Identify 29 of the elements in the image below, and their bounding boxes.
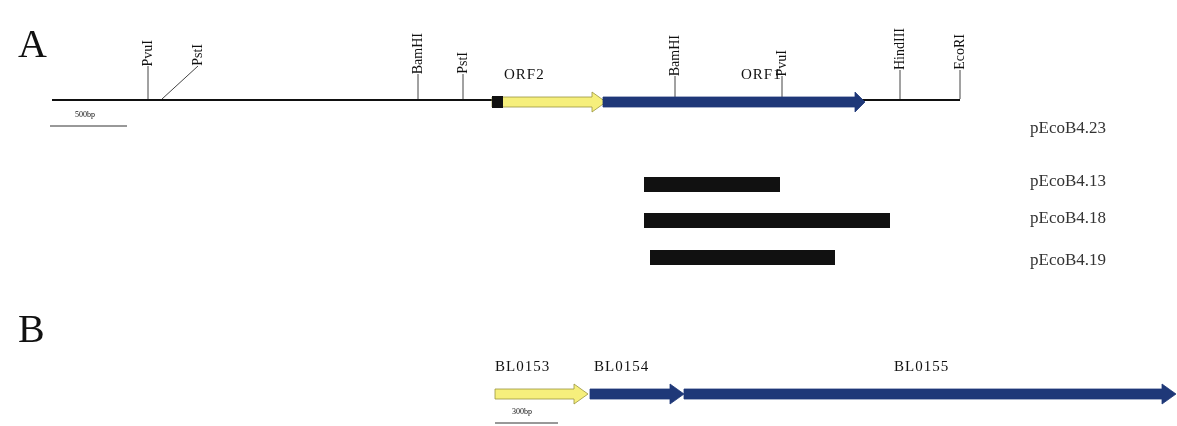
gene-name: ORF2 <box>504 66 545 83</box>
restriction-site-label: BamHI <box>410 32 426 74</box>
clone-name: pEcoB4.13 <box>1030 171 1107 191</box>
leader-line <box>899 69 901 100</box>
gene-name: BL0154 <box>594 358 650 375</box>
panel-letter: B <box>18 305 45 352</box>
clone-name: pEcoB4.23 <box>1030 118 1107 138</box>
clone-name: pEcoB4.19 <box>1030 250 1107 270</box>
gene-name: BL0153 <box>495 358 551 375</box>
restriction-site-label: PstI <box>455 52 471 74</box>
leader-line <box>417 73 419 100</box>
scale-bar-label: 500bp <box>75 110 95 119</box>
restriction-site-label: PvuI <box>140 39 156 66</box>
clone-name: pEcoB4.18 <box>1030 208 1107 228</box>
leader-line <box>147 65 149 100</box>
leader-line <box>161 65 199 100</box>
panel-letter: A <box>18 20 47 67</box>
clone-insert-bar <box>644 213 890 228</box>
clone-insert-bar <box>650 250 835 265</box>
clone-insert-bar <box>644 177 780 192</box>
restriction-site-label: BamHI <box>667 34 683 76</box>
restriction-site-label: EcoRI <box>952 34 968 70</box>
gene-name: BL0155 <box>894 358 950 375</box>
leader-line <box>959 69 961 100</box>
leader-line <box>674 75 676 98</box>
restriction-site-label: PstI <box>190 44 206 66</box>
leader-line <box>781 75 783 98</box>
restriction-site-label: HindIII <box>892 28 908 70</box>
leader-line <box>462 73 464 100</box>
